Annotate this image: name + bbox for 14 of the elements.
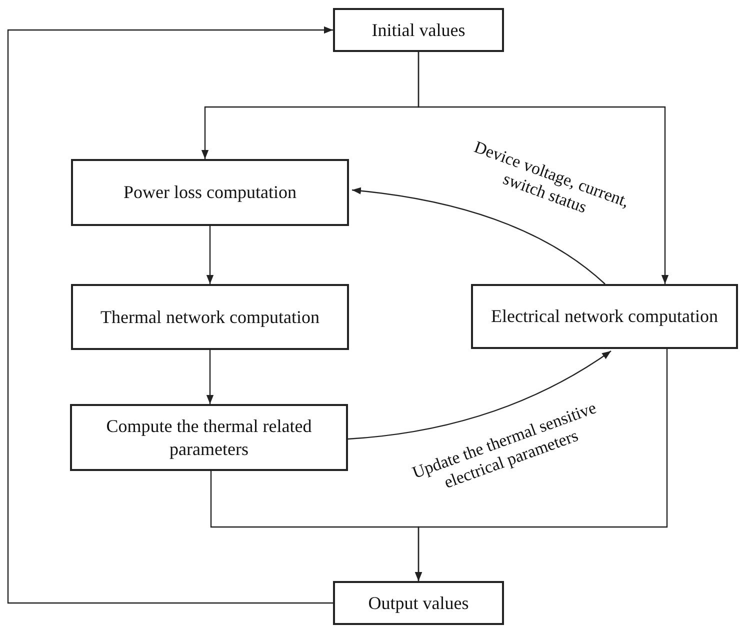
arrow (206, 350, 214, 404)
arrow (7, 26, 333, 604)
arrow (418, 52, 669, 284)
arrow (206, 226, 214, 284)
arrow (352, 187, 606, 284)
process-box: Electrical network computation (471, 284, 738, 349)
process-box: Output values (333, 581, 504, 625)
process-box: Power loss computation (71, 159, 349, 226)
arrow (414, 349, 668, 581)
edge-label: Device voltage, current, switch status (470, 136, 633, 220)
process-box: Compute the thermal related parameters (70, 404, 348, 471)
process-box: Initial values (333, 8, 504, 52)
arrow (348, 350, 612, 440)
process-box: Thermal network computation (71, 284, 349, 350)
